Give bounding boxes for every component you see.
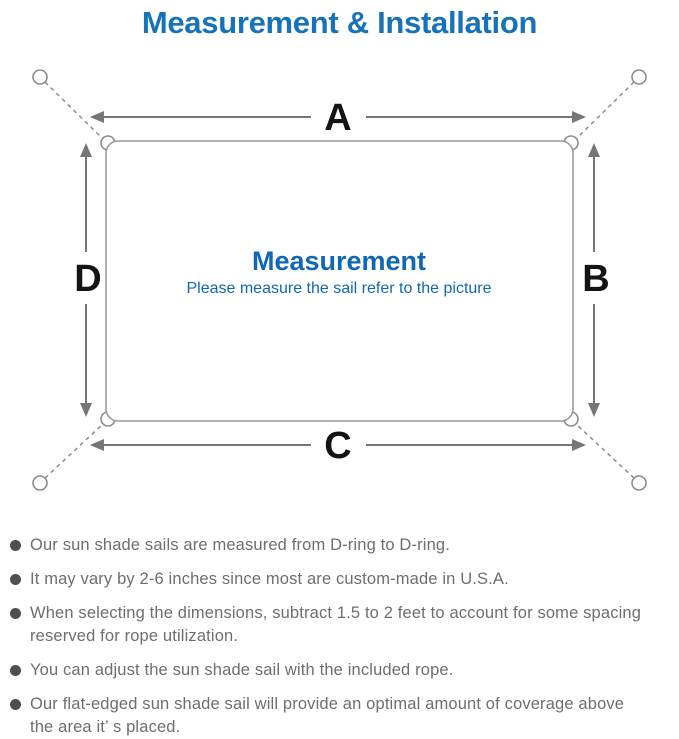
note-text: It may vary by 2-6 inches since most are…: [30, 570, 509, 588]
dimension-label-d: D: [74, 258, 101, 300]
dimension-label-c: C: [324, 425, 351, 467]
rope-dashed-line: [44, 81, 104, 140]
dimension-label-a: A: [324, 97, 351, 139]
anchor-ring-icon: [631, 69, 647, 85]
corner-rope-lines: [44, 81, 635, 479]
list-item: You can adjust the sun shade sail with t…: [10, 659, 679, 682]
anchor-rings: [32, 69, 647, 491]
arrow-down-icon: [588, 403, 600, 417]
sail-outline: [105, 140, 574, 422]
measurement-diagram: A C D B Measurement Please measure the s…: [32, 69, 647, 491]
dimension-arrow-left: [80, 143, 92, 417]
rope-dashed-line: [44, 423, 104, 479]
note-text: You can adjust the sun shade sail with t…: [30, 661, 454, 679]
note-text: Our sun shade sails are measured from D-…: [30, 536, 450, 554]
anchor-ring-icon: [631, 475, 647, 491]
diagram-center-title: Measurement: [252, 246, 426, 276]
note-text: Our flat-edged sun shade sail will provi…: [30, 695, 625, 736]
rope-dashed-line: [575, 81, 635, 140]
dimension-arrow-bottom: [90, 439, 586, 451]
arrow-up-icon: [588, 143, 600, 157]
list-item: Our flat-edged sun shade sail will provi…: [10, 693, 679, 739]
dimension-arrow-right: [588, 143, 600, 417]
diagram-center-subtitle: Please measure the sail refer to the pic…: [186, 280, 491, 297]
bullet-icon: [10, 665, 21, 676]
rope-dashed-line: [575, 423, 635, 479]
list-item: It may vary by 2-6 inches since most are…: [10, 568, 679, 591]
list-item: When selecting the dimensions, subtract …: [10, 602, 679, 648]
arrow-left-icon: [90, 111, 104, 123]
note-text: When selecting the dimensions, subtract …: [30, 604, 642, 645]
notes-list: Our sun shade sails are measured from D-…: [0, 534, 679, 739]
bullet-icon: [10, 699, 21, 710]
arrow-left-icon: [90, 439, 104, 451]
bullet-icon: [10, 540, 21, 551]
dimension-arrow-top: [90, 111, 586, 123]
bullet-icon: [10, 608, 21, 619]
anchor-ring-icon: [32, 69, 48, 85]
bullet-icon: [10, 574, 21, 585]
page-title: Measurement & Installation: [141, 5, 538, 40]
dimension-label-b: B: [582, 258, 609, 300]
arrow-down-icon: [80, 403, 92, 417]
list-item: Our sun shade sails are measured from D-…: [10, 534, 679, 557]
arrow-up-icon: [80, 143, 92, 157]
arrow-right-icon: [572, 111, 586, 123]
arrow-right-icon: [572, 439, 586, 451]
anchor-ring-icon: [32, 475, 48, 491]
